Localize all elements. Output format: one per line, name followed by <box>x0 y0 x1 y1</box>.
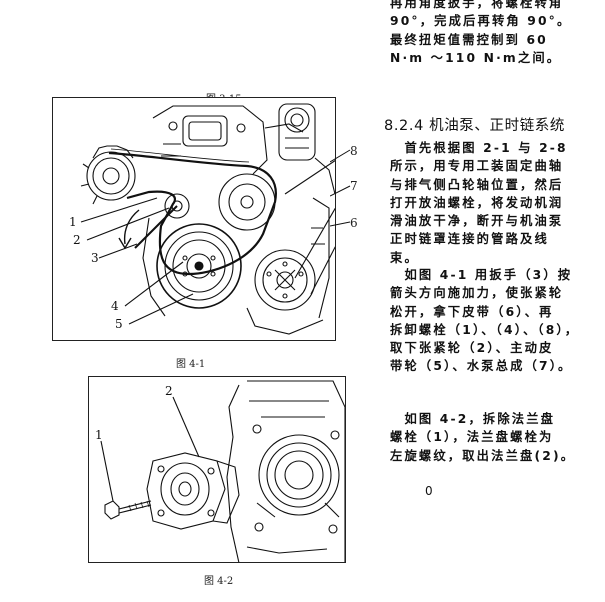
text-line: 再用角度扳手，将螺栓转角 <box>390 0 564 10</box>
paragraph-2: 如图 4-1 用扳手（3）按 箭头方向施加力，使张紧轮 松开，拿下皮带（6）、再… <box>390 266 579 376</box>
text-line: 螺栓（1），法兰盘螺栓为 <box>390 430 554 445</box>
paragraph-1: 首先根据图 2-1 与 2-8 所示，用专用工装固定曲轴 与排气侧凸轮轴位置，然… <box>390 139 568 267</box>
section-heading: 8.2.4 机油泵、正时链系统 <box>384 118 566 134</box>
text-line: 所示，用专用工装固定曲轴 <box>390 159 564 174</box>
callout-3: 3 <box>91 251 99 265</box>
callout-2: 2 <box>165 384 173 398</box>
text-line: 束。 <box>390 250 419 265</box>
text-line: 打开放油螺栓，将发动机润 <box>390 195 564 210</box>
flange-bolt <box>104 500 120 520</box>
text-line: 首先根据图 2-1 与 2-8 <box>390 141 568 155</box>
callout-1: 1 <box>69 215 77 229</box>
engine-belt-drive-illustration: 1 2 3 4 5 <box>69 103 335 335</box>
figure-4-2-flange-drawing: 1 2 <box>88 376 346 563</box>
text-line: 带轮（5）、水泵总成（7）。 <box>390 359 573 374</box>
flange <box>146 452 226 530</box>
top-paragraph: 再用角度扳手，将螺栓转角 90°，完成后再转角 90°。 最终扭矩值需控制到 6… <box>390 0 571 67</box>
callout-5: 5 <box>115 317 123 331</box>
text-line: 箭头方向施加力，使张紧轮 <box>390 286 564 301</box>
callout-6: 6 <box>350 216 358 230</box>
paragraph-3: 如图 4-2，拆除法兰盘 螺栓（1），法兰盘螺栓为 左旋螺纹，取出法兰盘(2)。 <box>390 410 575 465</box>
flange-removal-illustration: 1 2 <box>95 380 345 562</box>
text-line: 滑油放干净，断开与机油泵 <box>390 214 564 229</box>
callout-7: 7 <box>350 179 358 193</box>
callout-4: 4 <box>111 299 119 313</box>
callout-1: 1 <box>95 428 103 442</box>
page-number: 0 <box>425 484 433 498</box>
text-line: 与排气侧凸轮轴位置，然后 <box>390 177 564 192</box>
text-line: 松开，拿下皮带（6）、再 <box>390 304 554 319</box>
water-pump-pulley <box>254 249 316 311</box>
text-line: 90°，完成后再转角 90°。 <box>390 14 572 29</box>
text-line: 取下张紧轮（2）、主动皮 <box>390 341 554 356</box>
text-line: 拆卸螺栓（1）、（4）、（8）， <box>390 322 580 337</box>
crank-pulley <box>156 223 242 309</box>
idler-pulley <box>218 173 276 231</box>
text-line: N·m ～110 N·m之间。 <box>390 50 562 65</box>
text-line: 最终扭矩值需控制到 60 <box>390 32 548 47</box>
text-line: 正时链罩连接的管路及线 <box>390 232 549 247</box>
seal-housing-outer <box>258 434 340 516</box>
callout-2: 2 <box>73 233 81 247</box>
callout-8: 8 <box>350 144 358 158</box>
text-line: 如图 4-1 用扳手（3）按 <box>390 268 573 282</box>
callout-leaders-right <box>330 149 351 227</box>
figure-4-1-caption: 图 4-1 <box>176 359 206 370</box>
text-line: 如图 4-2，拆除法兰盘 <box>390 412 556 426</box>
text-line: 左旋螺纹，取出法兰盘(2)。 <box>390 448 576 463</box>
figure-4-2-caption: 图 4-2 <box>204 576 234 587</box>
tensioner-pulley <box>164 193 190 219</box>
figure-4-1-engine-drawing: 1 2 3 4 5 <box>52 97 336 341</box>
alternator-body <box>86 151 136 201</box>
